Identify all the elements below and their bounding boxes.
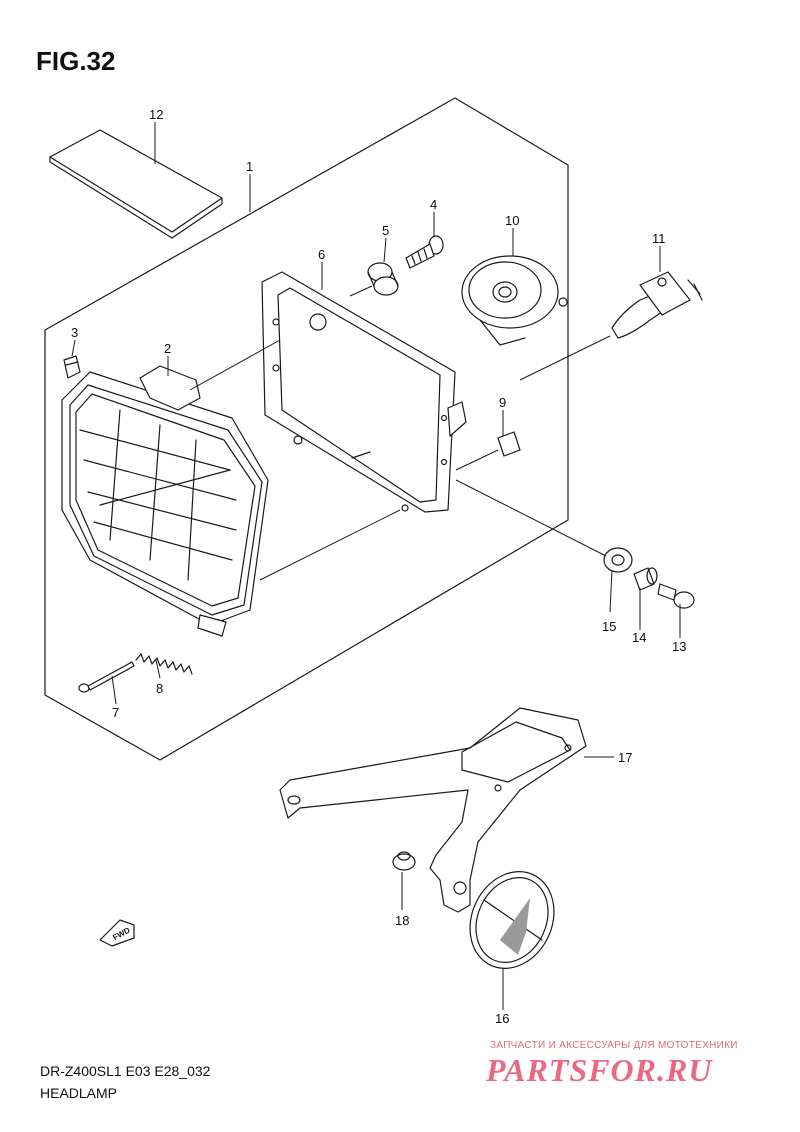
watermark-caption: ЗАПЧАСТИ И АКСЕССУАРЫ ДЛЯ МОТОТЕХНИКИ xyxy=(490,1040,738,1051)
headlamp-unit xyxy=(61,365,269,637)
screw-4 xyxy=(405,235,444,269)
callout-9: 9 xyxy=(499,395,506,410)
fwd-arrow-icon xyxy=(99,919,135,947)
callout-3: 3 xyxy=(71,325,78,340)
callout-15: 15 xyxy=(602,619,616,634)
bracket-17 xyxy=(279,707,587,913)
label-sheet xyxy=(49,129,223,233)
bulb-11 xyxy=(611,271,703,339)
clip-nut-3 xyxy=(63,355,81,379)
figure-title: FIG.32 xyxy=(36,46,116,76)
callout-17: 17 xyxy=(618,750,632,765)
callout-16: 16 xyxy=(495,1011,509,1026)
headlamp-frame xyxy=(261,271,467,513)
clip-9 xyxy=(497,431,521,457)
callout-6: 6 xyxy=(318,247,325,262)
callout-2: 2 xyxy=(164,341,171,356)
adjuster-screw-7 xyxy=(78,661,135,693)
spring-8 xyxy=(135,653,193,675)
callout-18: 18 xyxy=(395,913,409,928)
callout-5: 5 xyxy=(382,223,389,238)
callout-4: 4 xyxy=(430,197,437,212)
callout-11: 11 xyxy=(652,231,666,246)
callout-12: 12 xyxy=(149,107,163,122)
nut-15 xyxy=(603,547,633,573)
socket-cover-10 xyxy=(461,255,568,346)
grommet-5 xyxy=(367,262,399,296)
callout-8: 8 xyxy=(156,681,163,696)
callout-1: 1 xyxy=(246,159,253,174)
callout-10: 10 xyxy=(505,213,519,228)
collar-14 xyxy=(633,567,658,591)
section-name: HEADLAMP xyxy=(40,1085,118,1101)
bolt-13 xyxy=(657,583,695,609)
callout-13: 13 xyxy=(672,639,686,654)
model-code: DR-Z400SL1 E03 E28_032 xyxy=(40,1063,211,1079)
callout-7: 7 xyxy=(112,705,119,720)
reflector-16 xyxy=(469,871,555,969)
nut-18 xyxy=(392,851,416,871)
callout-labels: 12 1 4 10 5 11 6 3 2 9 15 14 13 8 7 17 1… xyxy=(71,107,686,1026)
assembly-boundary xyxy=(44,97,569,761)
callout-14: 14 xyxy=(632,630,646,645)
watermark-logo: PARTSFOR.RU xyxy=(486,1052,713,1088)
